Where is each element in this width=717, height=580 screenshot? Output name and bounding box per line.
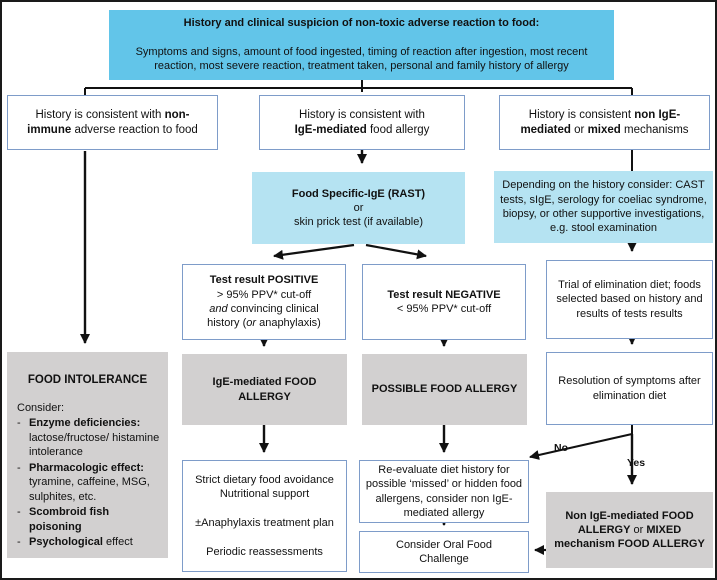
node-non-ige-history-text: History is consistent non IgE-mediated o… <box>520 108 689 136</box>
node-possible-food-allergy-text: POSSIBLE FOOD ALLERGY <box>371 383 518 396</box>
node-rast-test-text: Food Specific-IgE (RAST) or skin prick t… <box>291 187 426 229</box>
node-non-ige-history: History is consistent non IgE-mediated o… <box>499 95 710 150</box>
node-management-plan: Strict dietary food avoidance Nutritiona… <box>182 460 347 572</box>
node-management-plan-text: Strict dietary food avoidance Nutritiona… <box>195 474 334 558</box>
arrow-rast-to-negative <box>365 243 427 260</box>
food-intolerance-consider: Consider: <box>17 402 65 414</box>
node-rast-test: Food Specific-IgE (RAST) or skin prick t… <box>252 172 465 244</box>
node-non-ige-mixed-allergy: Non IgE-mediated FOOD ALLERGY or MIXED m… <box>546 492 713 568</box>
node-test-positive: Test result POSITIVE > 95% PPV* cut-off … <box>182 264 346 340</box>
node-ige-history-text: History is consistent with IgE-mediated … <box>294 108 430 136</box>
food-intolerance-item-scombroid: Scombroid fish poisoning <box>17 505 160 534</box>
node-non-ige-mixed-allergy-text: Non IgE-mediated FOOD ALLERGY or MIXED m… <box>554 509 705 551</box>
node-depending-tests-text: Depending on the history consider: CAST … <box>500 179 707 235</box>
node-test-negative: Test result NEGATIVE < 95% PPV* cut-off <box>362 264 526 340</box>
node-depending-tests: Depending on the history consider: CAST … <box>494 171 713 243</box>
food-intolerance-title: FOOD INTOLERANCE <box>27 374 148 386</box>
node-reevaluate-diet-text: Re-evaluate diet history for possible ‘m… <box>365 463 523 519</box>
node-elimination-trial: Trial of elimination diet; foods selecte… <box>546 260 713 339</box>
node-ige-food-allergy-text: IgE-mediated FOOD ALLERGY <box>212 376 317 403</box>
node-food-intolerance: FOOD INTOLERANCE Consider: Enzyme defici… <box>7 352 168 558</box>
node-resolution-text: Resolution of symptoms after elimination… <box>558 375 701 402</box>
branch-label-no: No <box>554 442 568 454</box>
node-oral-food-challenge-text: Consider Oral Food Challenge <box>396 538 492 565</box>
node-start: History and clinical suspicion of non-to… <box>109 10 614 80</box>
food-intolerance-item-psychological: Psychological effect <box>17 535 160 550</box>
node-test-positive-text: Test result POSITIVE > 95% PPV* cut-off … <box>207 274 321 330</box>
node-start-text: History and clinical suspicion of non-to… <box>135 17 588 73</box>
node-oral-food-challenge: Consider Oral Food Challenge <box>359 531 529 573</box>
node-ige-food-allergy: IgE-mediated FOOD ALLERGY <box>182 354 347 425</box>
node-non-immune-history: History is consistent with non-immune ad… <box>7 95 218 150</box>
node-test-negative-text: Test result NEGATIVE < 95% PPV* cut-off <box>387 288 501 315</box>
node-ige-history: History is consistent with IgE-mediated … <box>259 95 465 150</box>
food-intolerance-item-pharmacologic: Pharmacologic effect: tyramine, caffeine… <box>17 461 160 505</box>
node-elimination-trial-text: Trial of elimination diet; foods selecte… <box>556 279 703 320</box>
branch-label-yes: Yes <box>627 457 646 469</box>
node-resolution: Resolution of symptoms after elimination… <box>546 352 713 425</box>
arrow-rast-to-positive <box>273 243 355 260</box>
food-intolerance-item-enzyme: Enzyme deficiencies: lactose/fructose/ h… <box>17 416 160 460</box>
arrow-no-to-reevaluate <box>529 433 633 460</box>
node-non-immune-history-text: History is consistent with non-immune ad… <box>27 108 198 136</box>
node-reevaluate-diet: Re-evaluate diet history for possible ‘m… <box>359 460 529 523</box>
node-possible-food-allergy: POSSIBLE FOOD ALLERGY <box>362 354 527 425</box>
